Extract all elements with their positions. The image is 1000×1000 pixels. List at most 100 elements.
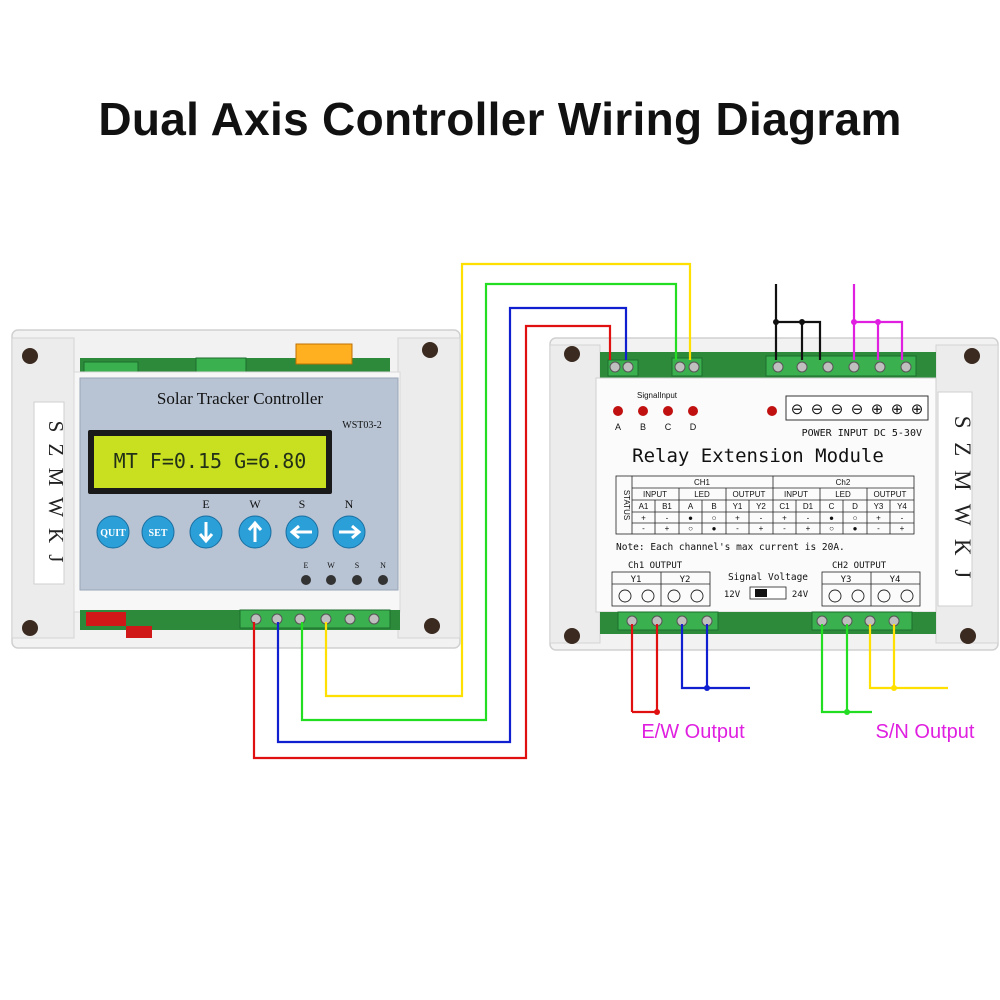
voltage-24v: 24V (792, 590, 809, 600)
east-button[interactable] (189, 515, 223, 549)
table-cell: + (641, 514, 646, 523)
power-symbol-box (785, 395, 929, 421)
dir-label-e: E (202, 497, 209, 511)
table-cell: ○ (829, 524, 834, 533)
output-terminal-icon (877, 589, 891, 603)
led-label-s: S (355, 561, 359, 570)
relay-module-name: Relay Extension Module (632, 445, 884, 467)
relay-brand-text: S Z M W K J (950, 416, 975, 582)
table-cell: ○ (712, 514, 717, 523)
minus-icon: ⊖ (811, 401, 824, 418)
set-button[interactable]: SET (141, 515, 175, 549)
arrow-up-icon (247, 520, 263, 542)
group-header: INPUT (643, 490, 667, 499)
power-led-icon (767, 406, 777, 416)
voltage-select-switch[interactable] (749, 586, 787, 600)
table-cell: ● (712, 524, 717, 533)
power-terminal-block (765, 355, 917, 377)
output-y4: Y4 (890, 575, 901, 585)
mounting-hole-icon (22, 348, 38, 364)
diagram-title: Dual Axis Controller Wiring Diagram (98, 93, 902, 145)
terminal-screw-icon (848, 361, 860, 373)
table-column-header: D (852, 502, 858, 511)
table-column-header: B1 (662, 502, 672, 511)
table-column-header: D1 (803, 502, 814, 511)
table-cell: ○ (853, 514, 858, 523)
green-wire (300, 282, 678, 722)
status-label: STATUS (622, 490, 631, 520)
black-wire (776, 320, 822, 360)
signal-voltage-label: Signal Voltage (728, 572, 808, 583)
current-note: Note: Each channel's max current is 20A. (616, 542, 845, 553)
signal-led-icon (663, 406, 673, 416)
signal-input-label: SignalInput (637, 391, 678, 400)
bottom-terminal-red (126, 626, 152, 638)
wire-junction-icon (654, 709, 660, 715)
terminal-screw-icon (368, 613, 380, 625)
table-cell: ● (688, 514, 693, 523)
red-wire (252, 324, 612, 760)
north-button[interactable] (332, 515, 366, 549)
quit-label: QUIT (100, 528, 126, 539)
output-y1: Y1 (631, 575, 642, 585)
table-cell: + (782, 514, 787, 523)
output-terminal-icon (851, 589, 865, 603)
wire-junction-icon (844, 709, 850, 715)
solar-tracker-controller: S Z M W K J Solar Tracker Controller WST… (11, 329, 461, 649)
table-cell: ● (829, 514, 834, 523)
ew-output-label: E/W Output (641, 721, 745, 743)
terminal-screw-icon (688, 361, 700, 373)
wire-junction-icon (851, 319, 857, 325)
relay-brand-strip (937, 391, 973, 607)
signal-led-b: B (640, 422, 646, 432)
ch1-output-label: Ch1 OUTPUT (628, 561, 683, 571)
table-cell: ● (853, 524, 858, 533)
signal-led-a: A (615, 422, 621, 432)
relay-extension-module: S Z M W K J SignalInput A B C D ⊖ ⊖ ⊖ ⊖ … (549, 337, 999, 651)
signal-led-icon (638, 406, 648, 416)
terminal-screw-icon (622, 361, 634, 373)
group-header: OUTPUT (733, 490, 766, 499)
status-led-icon (301, 575, 311, 585)
terminal-screw-icon (796, 361, 808, 373)
minus-icon: ⊖ (791, 401, 804, 418)
group-header: INPUT (784, 490, 808, 499)
wire-junction-icon (875, 319, 881, 325)
table-cell: + (735, 514, 740, 523)
west-button[interactable] (238, 515, 272, 549)
table-cell: - (901, 514, 904, 523)
table-cell: - (877, 524, 880, 533)
table-column-header: Y3 (874, 502, 884, 511)
table-column-header: A (688, 502, 694, 511)
arrow-right-icon (339, 524, 362, 540)
output-y2: Y2 (680, 575, 691, 585)
table-cell: ○ (688, 524, 693, 533)
voltage-12v: 12V (724, 590, 741, 600)
south-button[interactable] (285, 515, 319, 549)
table-column-header: Y2 (756, 502, 766, 511)
signal-led-d: D (690, 422, 697, 432)
status-led-icon (378, 575, 388, 585)
blue-output-wire (680, 624, 750, 690)
mounting-hole-icon (964, 348, 980, 364)
plus-icon: ⊕ (871, 401, 884, 418)
terminal-screw-icon (822, 361, 834, 373)
table-cell: - (760, 514, 763, 523)
relay-left-ear (549, 344, 601, 644)
yellow-wire (324, 262, 692, 698)
quit-button[interactable]: QUIT (96, 515, 130, 549)
output-terminal-icon (641, 589, 655, 603)
arrow-down-icon (198, 522, 214, 544)
fuse-holder-icon (295, 343, 353, 365)
ch2-output-label: CH2 OUTPUT (832, 561, 887, 571)
mounting-hole-icon (22, 620, 38, 636)
terminal-screw-icon (344, 613, 356, 625)
terminal-screw-icon (250, 613, 262, 625)
minus-icon: ⊖ (851, 401, 864, 418)
controller-model: WST03-2 (342, 420, 381, 431)
mounting-hole-icon (564, 628, 580, 644)
table-cell: - (807, 514, 810, 523)
controller-right-ear (397, 337, 461, 639)
table-column-header: Y4 (897, 502, 907, 511)
output-terminal-icon (667, 589, 681, 603)
